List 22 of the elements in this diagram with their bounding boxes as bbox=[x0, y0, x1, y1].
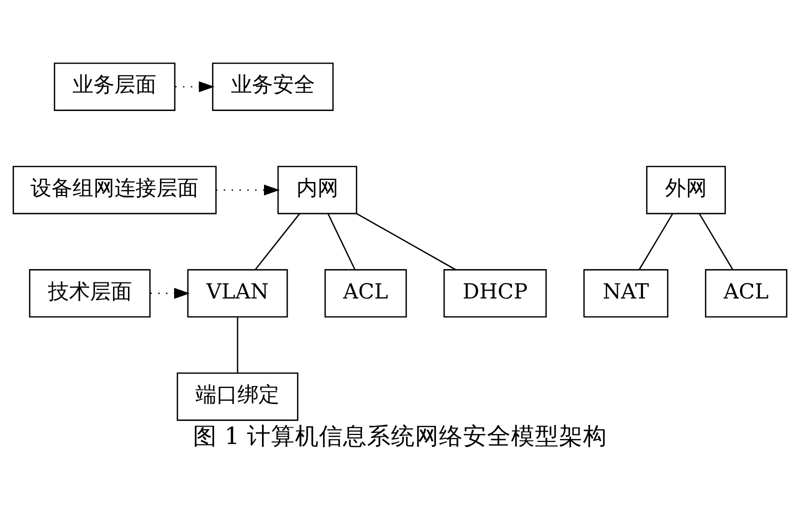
node-box: 内网 bbox=[277, 166, 358, 214]
node-box: 端口绑定 bbox=[176, 372, 298, 421]
node-box: 技术层面 bbox=[29, 269, 151, 318]
arrow bbox=[150, 288, 190, 299]
node-box: 外网 bbox=[646, 166, 726, 214]
arrow bbox=[216, 184, 280, 196]
node-box: 设备组网连接层面 bbox=[12, 166, 217, 214]
node-box: VLAN bbox=[187, 269, 288, 318]
connector bbox=[356, 213, 456, 270]
node-box: ACL bbox=[704, 269, 788, 318]
node-box: DHCP bbox=[443, 269, 547, 318]
node-box: 业务层面 bbox=[54, 62, 176, 111]
connector bbox=[327, 213, 356, 270]
node-box: 业务安全 bbox=[212, 62, 334, 111]
arrow bbox=[175, 81, 215, 92]
connector bbox=[638, 213, 674, 270]
node-box: ACL bbox=[324, 269, 407, 318]
connector bbox=[236, 317, 238, 374]
connector bbox=[254, 213, 300, 270]
connector bbox=[698, 213, 734, 270]
caption: 图 1 计算机信息系统网络安全模型架构 bbox=[193, 422, 607, 450]
node-box: NAT bbox=[583, 269, 668, 318]
